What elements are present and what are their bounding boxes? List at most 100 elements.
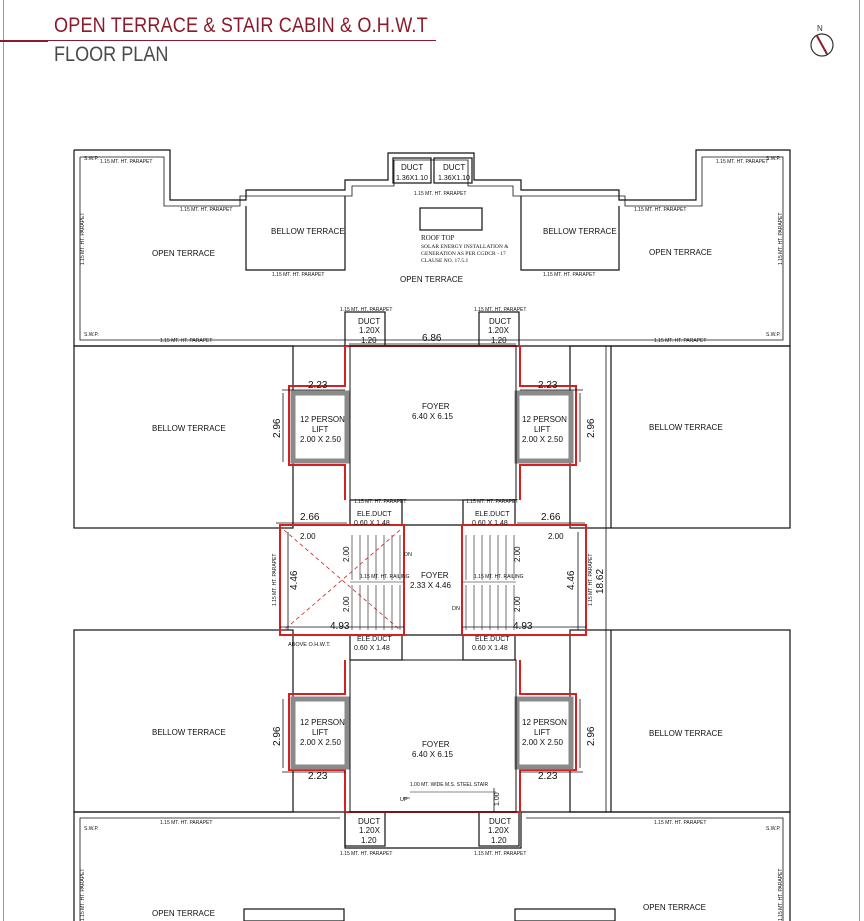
svg-text:DUCT: DUCT — [358, 317, 380, 326]
svg-text:GENERATION AS PER CGDCR - 17: GENERATION AS PER CGDCR - 17 — [421, 251, 506, 257]
svg-text:LIFT: LIFT — [312, 728, 329, 737]
svg-text:1.36X1.10: 1.36X1.10 — [438, 175, 470, 182]
top-duct-left — [392, 157, 432, 184]
open-terrace-bottom-left: OPEN TERRACE — [152, 909, 215, 918]
svg-text:1.15 MT. HT. PARAPET: 1.15 MT. HT. PARAPET — [588, 554, 594, 606]
north-label: N — [817, 24, 823, 33]
svg-text:UP: UP — [400, 797, 408, 803]
open-terrace-top-right: OPEN TERRACE — [649, 248, 712, 257]
svg-text:CLAUSE NO. 17.5.1: CLAUSE NO. 17.5.1 — [421, 258, 468, 264]
svg-text:1.15 MT. HT. PARAPET: 1.15 MT. HT. PARAPET — [414, 191, 466, 197]
svg-text:1.15 MT. HT. PARAPET: 1.15 MT. HT. PARAPET — [778, 213, 784, 265]
bellow-terrace-lower-right-label: BELLOW TERRACE — [649, 729, 723, 738]
svg-text:2.00: 2.00 — [300, 532, 316, 541]
svg-text:1.20X: 1.20X — [359, 326, 381, 335]
svg-text:1.36X1.10: 1.36X1.10 — [396, 175, 428, 182]
svg-text:S.W.P.: S.W.P. — [84, 332, 99, 338]
svg-text:S.W.P.: S.W.P. — [766, 156, 781, 162]
svg-text:12 PERSON: 12 PERSON — [300, 415, 345, 424]
svg-text:1.15 MT. HT. PARAPET: 1.15 MT. HT. PARAPET — [272, 554, 278, 606]
svg-text:S.W.P.: S.W.P. — [766, 826, 781, 832]
svg-text:1.20X: 1.20X — [359, 826, 381, 835]
svg-text:1.15 MT. HT. RAILING: 1.15 MT. HT. RAILING — [360, 574, 410, 580]
svg-text:12 PERSON: 12 PERSON — [522, 718, 567, 727]
svg-text:2.00 X 2.50: 2.00 X 2.50 — [300, 435, 341, 444]
svg-text:1.15 MT. HT. PARAPET: 1.15 MT. HT. PARAPET — [716, 159, 768, 165]
svg-text:1.20: 1.20 — [491, 836, 507, 845]
svg-text:2.96: 2.96 — [272, 726, 283, 746]
svg-text:LIFT: LIFT — [312, 425, 329, 434]
svg-text:2.96: 2.96 — [586, 418, 597, 438]
bellow-terrace-upper-left — [73, 345, 294, 529]
foyer-center-label: FOYER — [421, 571, 449, 580]
svg-text:1.15 MT. HT. PARAPET: 1.15 MT. HT. PARAPET — [654, 338, 706, 344]
svg-text:1.15 MT. HT. PARAPET: 1.15 MT. HT. PARAPET — [466, 499, 518, 505]
svg-text:0.60 X 1.48: 0.60 X 1.48 — [472, 645, 508, 652]
svg-text:4.93: 4.93 — [330, 621, 350, 632]
bellow-terrace-lower-left-label: BELLOW TERRACE — [152, 728, 226, 737]
svg-text:ELE.DUCT: ELE.DUCT — [475, 511, 510, 518]
svg-text:2.00: 2.00 — [513, 546, 522, 562]
bellow-terrace-lower-left — [73, 629, 294, 813]
svg-text:1.15 MT. HT. PARAPET: 1.15 MT. HT. PARAPET — [160, 820, 212, 826]
svg-text:LIFT: LIFT — [534, 425, 551, 434]
svg-text:0.60 X 1.48: 0.60 X 1.48 — [472, 520, 508, 527]
svg-text:1.00: 1.00 — [494, 792, 501, 806]
svg-text:1.15 MT. HT. PARAPET: 1.15 MT. HT. PARAPET — [474, 851, 526, 857]
svg-text:1.20X: 1.20X — [488, 326, 510, 335]
svg-text:1.15 MT. HT. PARAPET: 1.15 MT. HT. PARAPET — [160, 338, 212, 344]
svg-text:ABOVE O.H.W.T.: ABOVE O.H.W.T. — [288, 642, 331, 648]
open-terrace-bottom-right: OPEN TERRACE — [643, 903, 706, 912]
svg-text:DN: DN — [452, 606, 460, 612]
svg-text:2.00 X 2.50: 2.00 X 2.50 — [300, 738, 341, 747]
svg-text:2.00 X 2.50: 2.00 X 2.50 — [522, 435, 563, 444]
svg-text:2.23: 2.23 — [538, 771, 558, 782]
svg-text:2.33 X 4.46: 2.33 X 4.46 — [410, 581, 451, 590]
svg-text:1.15 MT. HT. PARAPET: 1.15 MT. HT. PARAPET — [654, 820, 706, 826]
svg-text:2.96: 2.96 — [586, 726, 597, 746]
svg-text:1.15 MT. HT. PARAPET: 1.15 MT. HT. PARAPET — [354, 499, 406, 505]
ohwt-left-red — [279, 524, 405, 636]
svg-text:1.15 MT. HT. RAILING: 1.15 MT. HT. RAILING — [474, 574, 524, 580]
svg-text:4.46: 4.46 — [566, 570, 577, 590]
svg-text:6.40 X 6.15: 6.40 X 6.15 — [412, 412, 453, 421]
svg-text:2.66: 2.66 — [541, 512, 561, 523]
svg-text:1.15 MT. HT. PARAPET: 1.15 MT. HT. PARAPET — [474, 307, 526, 313]
svg-text:2.00: 2.00 — [513, 596, 522, 612]
svg-text:1.20: 1.20 — [361, 336, 377, 345]
open-terrace-top-left: OPEN TERRACE — [152, 249, 215, 258]
svg-text:DN: DN — [404, 552, 412, 558]
svg-text:DUCT: DUCT — [489, 317, 511, 326]
bellow-terrace-upper-left-label: BELLOW TERRACE — [152, 424, 226, 433]
svg-text:0.60 X 1.48: 0.60 X 1.48 — [354, 645, 390, 652]
bellow-terrace-upper-right-label: BELLOW TERRACE — [649, 423, 723, 432]
svg-text:S.W.P.: S.W.P. — [84, 826, 99, 832]
svg-text:1.15 MT. HT. PARAPET: 1.15 MT. HT. PARAPET — [778, 869, 784, 921]
svg-text:1.15 MT. HT. PARAPET: 1.15 MT. HT. PARAPET — [543, 272, 595, 278]
north-arrow-icon: N — [810, 24, 834, 57]
svg-text:ELE.DUCT: ELE.DUCT — [357, 511, 392, 518]
bellow-terrace-top-right: BELLOW TERRACE — [543, 227, 617, 236]
svg-text:ELE.DUCT: ELE.DUCT — [475, 636, 510, 643]
svg-text:6.86: 6.86 — [422, 333, 442, 344]
svg-text:2.23: 2.23 — [538, 380, 558, 391]
svg-text:DUCT: DUCT — [443, 163, 465, 172]
ohwt-right-red — [461, 524, 587, 636]
svg-text:ROOF TOP: ROOF TOP — [421, 234, 455, 242]
top-duct-right — [433, 157, 473, 184]
svg-text:S.W.P.: S.W.P. — [84, 156, 99, 162]
svg-text:18.62: 18.62 — [595, 569, 606, 594]
svg-text:2.00: 2.00 — [342, 596, 351, 612]
svg-text:1.15 MT. HT. PARAPET: 1.15 MT. HT. PARAPET — [272, 272, 324, 278]
svg-text:1.20: 1.20 — [361, 836, 377, 845]
svg-text:1.00 MT. WIDE M.S. STEEL STAIR: 1.00 MT. WIDE M.S. STEEL STAIR — [410, 782, 488, 788]
svg-text:12 PERSON: 12 PERSON — [300, 718, 345, 727]
open-terrace-top-center: OPEN TERRACE — [400, 275, 463, 284]
svg-text:2.66: 2.66 — [300, 512, 320, 523]
svg-text:LIFT: LIFT — [534, 728, 551, 737]
svg-text:12 PERSON: 12 PERSON — [522, 415, 567, 424]
page-frame — [3, 0, 860, 921]
svg-text:ELE.DUCT: ELE.DUCT — [357, 636, 392, 643]
svg-text:1.15 MT. HT. PARAPET: 1.15 MT. HT. PARAPET — [80, 869, 86, 921]
